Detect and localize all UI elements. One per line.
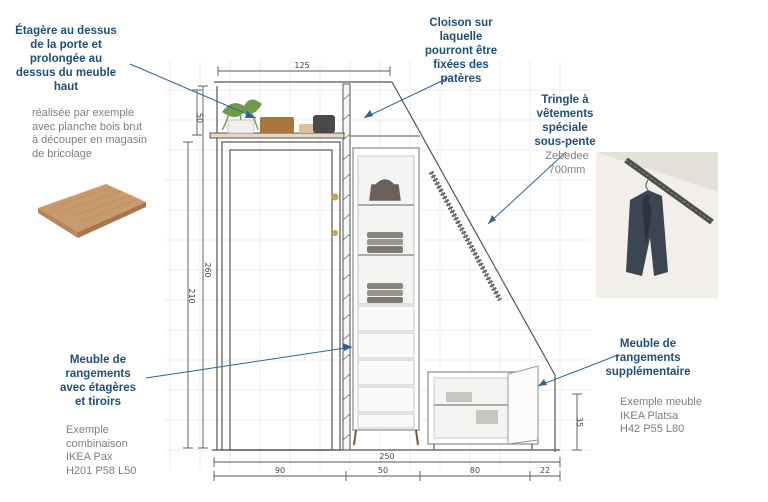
dim-top-width: 125 xyxy=(294,61,309,70)
dimension-lines xyxy=(183,66,582,481)
wood-plank-photo xyxy=(38,184,146,238)
top-shelf xyxy=(209,132,420,139)
small-box xyxy=(299,124,313,133)
dim-bottom-seg-2: 50 xyxy=(378,466,388,475)
shelf-title: Étagère au dessus de la porte et prolong… xyxy=(15,25,117,93)
shelf-bag xyxy=(313,115,335,133)
clothes-rail-photo xyxy=(596,152,718,298)
handbag-icon xyxy=(369,179,401,201)
dim-bottom-seg-4: 22 xyxy=(540,466,550,475)
door-knob-lower xyxy=(332,230,338,236)
dim-bottom-seg-3: 80 xyxy=(470,466,480,475)
door-knob xyxy=(331,193,339,201)
partition-wall xyxy=(342,83,351,451)
plant-decoration xyxy=(221,99,262,134)
shelf-note: réalisée par exemple avec planche bois b… xyxy=(32,107,147,160)
folded-clothes-icon-2 xyxy=(367,283,403,303)
dim-bottom-seg-1: 90 xyxy=(275,466,285,475)
dim-shelf-height: 50 xyxy=(195,113,204,123)
dim-total-width: 250 xyxy=(379,452,394,461)
dim-cabinet-height: 35 xyxy=(575,417,584,427)
storage-basket xyxy=(260,117,294,133)
door xyxy=(221,141,341,451)
callout-arrowheads xyxy=(245,110,547,386)
folded-clothes-icon xyxy=(367,232,403,253)
rail-title: Tringle à vêtements spéciale sous-pente xyxy=(534,94,596,148)
dimension-values: 125 50 260 210 250 90 50 80 22 35 xyxy=(187,61,584,475)
low-cabinet xyxy=(427,365,539,450)
dim-door-height: 210 xyxy=(187,288,196,303)
partition-title: Cloison sur laquelle pourront être fixée… xyxy=(424,17,498,85)
extra-title: Meuble de rangements supplémentaire xyxy=(605,338,691,378)
storage-title: Meuble de rangements avec étagères et ti… xyxy=(59,354,137,408)
callout-lines xyxy=(129,63,619,387)
storage-note: Exemple combinaison IKEA Pax H201 P58 L5… xyxy=(66,424,137,477)
extra-note: Exemple meuble IKEA Platsa H42 P55 L80 xyxy=(620,396,702,435)
dim-total-height: 260 xyxy=(203,262,212,277)
rail-note: Zebedee 700mm xyxy=(545,150,589,176)
slope-clothes-rail xyxy=(428,170,503,302)
